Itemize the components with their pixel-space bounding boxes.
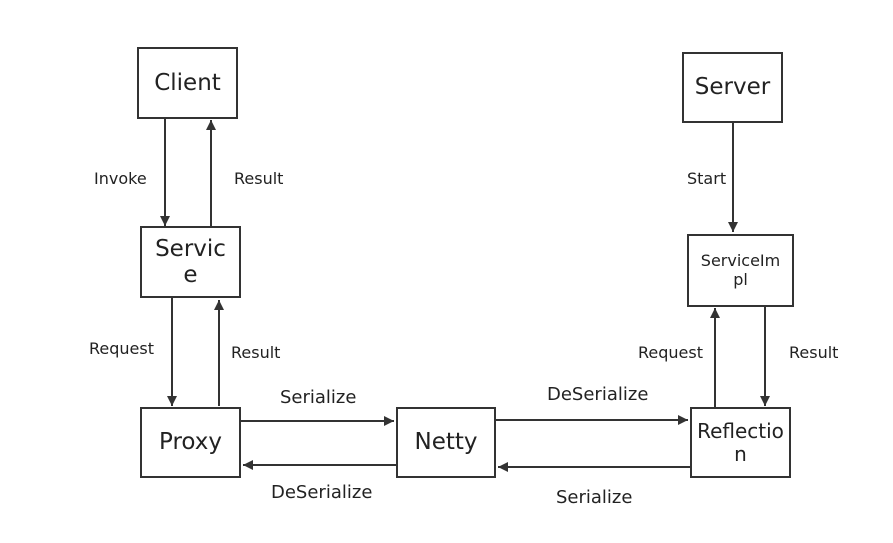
serviceimpl-node: ServiceIm pl bbox=[687, 234, 794, 307]
result-left-label: Result bbox=[231, 343, 281, 362]
deserialize-bottom-label: DeSerialize bbox=[271, 482, 373, 503]
request-right-label: Request bbox=[638, 343, 703, 362]
client-label: Client bbox=[154, 69, 221, 96]
result-right-label: Result bbox=[789, 343, 839, 362]
deserialize-top-label: DeSerialize bbox=[547, 384, 649, 405]
start-label: Start bbox=[687, 169, 727, 188]
request-left-label: Request bbox=[89, 339, 154, 358]
client-node: Client bbox=[137, 47, 238, 119]
service-label-line1: Servic bbox=[155, 235, 226, 262]
proxy-node: Proxy bbox=[140, 407, 241, 478]
serialize-bottom-label: Serialize bbox=[556, 487, 633, 508]
reflection-label-line1: Reflectio bbox=[697, 418, 784, 443]
netty-node: Netty bbox=[396, 407, 496, 478]
serviceimpl-label-line1: ServiceIm bbox=[700, 251, 781, 271]
proxy-label: Proxy bbox=[158, 429, 222, 456]
client-result-label: Result bbox=[234, 169, 284, 188]
serialize-top-label: Serialize bbox=[280, 387, 357, 408]
reflection-label-line2: n bbox=[734, 441, 747, 466]
service-label-line2: e bbox=[183, 262, 198, 288]
netty-label: Netty bbox=[414, 429, 478, 456]
server-node: Server bbox=[682, 52, 783, 123]
serviceimpl-label-line2: pl bbox=[733, 269, 748, 289]
invoke-label: Invoke bbox=[94, 169, 147, 188]
service-node: Servic e bbox=[140, 226, 241, 298]
server-label: Server bbox=[694, 74, 771, 101]
reflection-node: Reflectio n bbox=[690, 407, 791, 478]
